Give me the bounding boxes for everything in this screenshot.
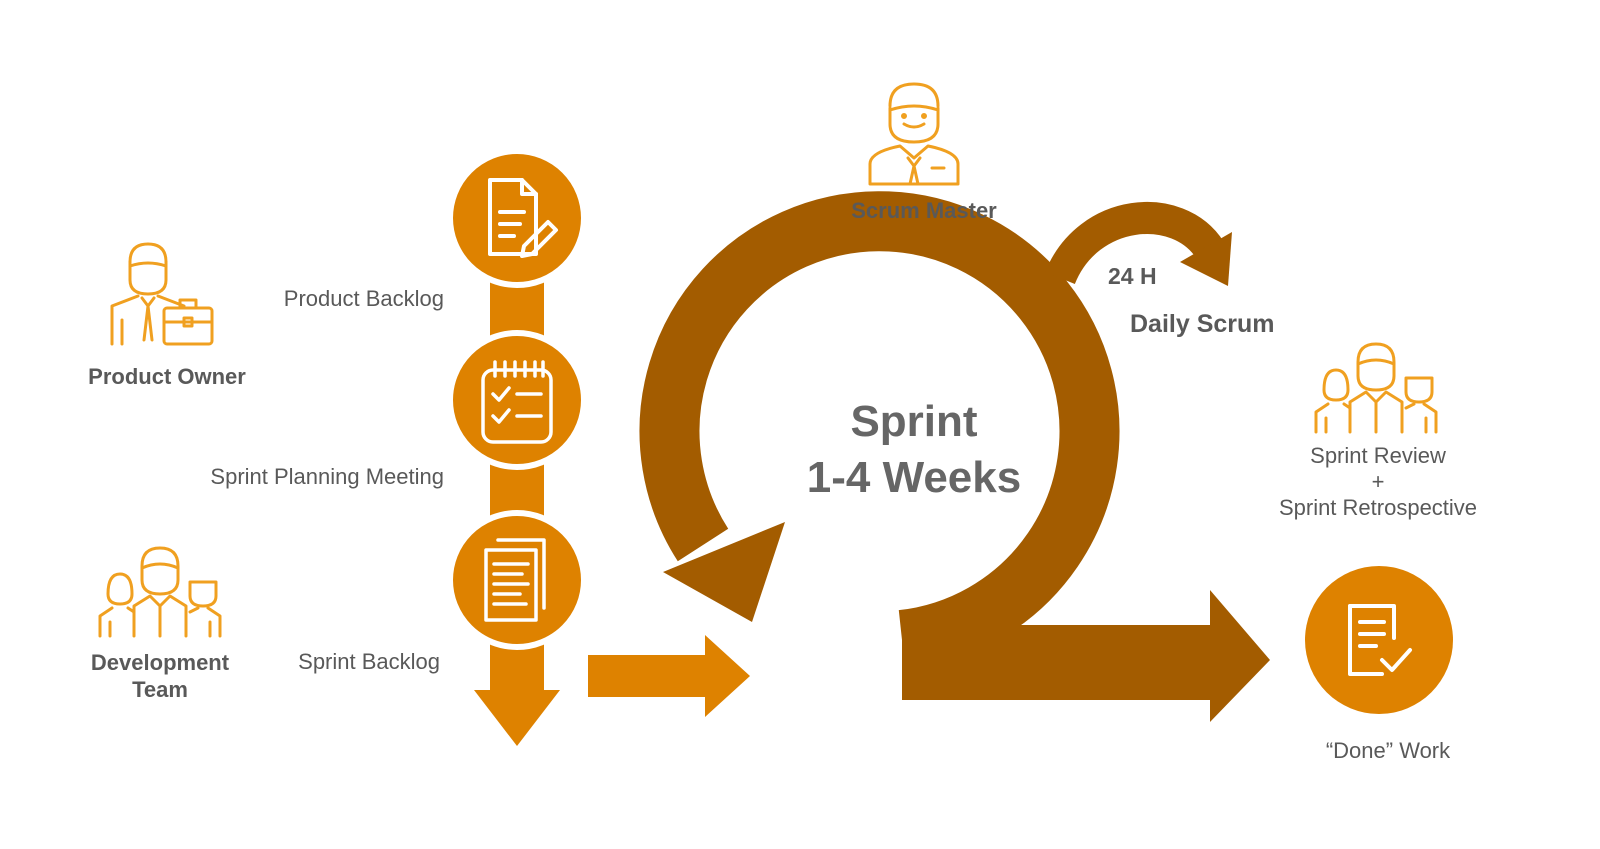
sprint-retrospective-line: Sprint Retrospective <box>1278 495 1478 520</box>
done-document-icon <box>1348 604 1412 676</box>
product-backlog-label: Product Backlog <box>283 286 444 311</box>
sprint-center-text: Sprint 1-4 Weeks <box>764 394 1064 506</box>
daily-scrum-label: Daily Scrum <box>1130 310 1275 338</box>
development-team-icon <box>98 546 222 638</box>
development-team-label-line1: Development <box>90 650 230 675</box>
product-owner-icon <box>110 242 214 346</box>
sprint-backlog-label: Sprint Backlog <box>298 649 440 674</box>
scrum-master-label: Scrum Master <box>851 198 997 223</box>
sprint-review-line: Sprint Review <box>1310 443 1446 468</box>
review-plus: + <box>1371 469 1385 494</box>
sprint-review-label: Sprint Review + Sprint Retrospective <box>1258 443 1498 521</box>
development-team-label-line2: Team <box>132 677 188 702</box>
sprint-title: Sprint <box>850 397 978 446</box>
sprint-duration: 1-4 Weeks <box>806 453 1022 502</box>
backlog-down-arrow <box>474 690 560 746</box>
done-work-label: “Done” Work <box>1325 738 1451 763</box>
sprint-loop-arrowhead <box>663 522 785 622</box>
sprint-loop <box>639 191 1120 670</box>
development-team-label: Development Team <box>60 649 260 703</box>
sprint-planning-label: Sprint Planning Meeting <box>210 464 444 489</box>
scrum-master-icon <box>868 82 960 186</box>
daily-cycle-label: 24 H <box>1108 263 1157 289</box>
daily-scrum-arrowhead <box>1180 232 1232 286</box>
sprint-review-team-icon <box>1314 342 1438 434</box>
product-backlog-circle <box>447 148 587 288</box>
sprint-exit-arrow <box>902 590 1270 722</box>
sprint-backlog-circle <box>447 510 587 650</box>
product-owner-label: Product Owner <box>88 364 246 389</box>
document-edit-icon <box>488 178 558 258</box>
documents-icon <box>484 538 546 622</box>
input-arrow <box>588 635 750 717</box>
daily-scrum-arrow <box>1045 202 1224 285</box>
checklist-icon <box>481 360 553 444</box>
done-work-circle <box>1305 566 1453 714</box>
